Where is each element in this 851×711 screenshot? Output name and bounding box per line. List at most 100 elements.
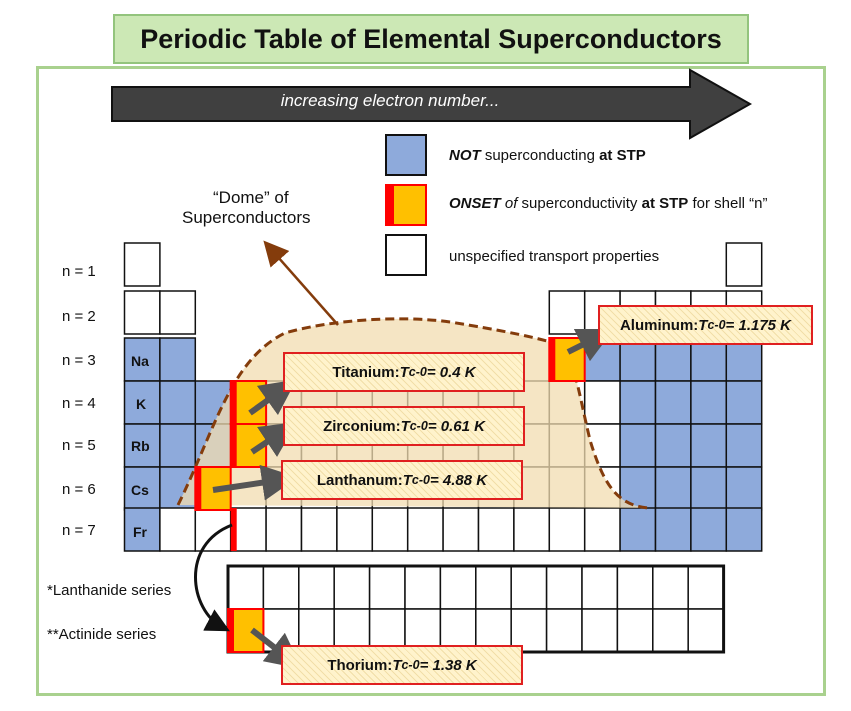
cell-element [654, 507, 692, 552]
onset-cell-lanthanum-edge [195, 467, 202, 510]
dome-label-arrow [263, 240, 339, 326]
onset-cell-titanium-edge [230, 381, 237, 424]
cell-lanthanide [616, 565, 654, 610]
cell-element [619, 507, 657, 552]
cell-element [690, 380, 728, 425]
onset-cell-thorium-edge [228, 609, 234, 652]
cell-element [725, 507, 763, 552]
element-k: K [136, 396, 147, 412]
cell-element [690, 423, 728, 468]
cell-element [583, 507, 621, 552]
shell-label-7: n = 7 [62, 522, 96, 539]
cell-actinide [581, 608, 619, 653]
cell-element [619, 423, 657, 468]
cell-lanthanide [475, 565, 512, 610]
cell-element [406, 507, 444, 552]
cell-lanthanide [298, 565, 335, 610]
shell-label-4: n = 4 [62, 395, 96, 412]
lanthanum-arrow [212, 464, 298, 501]
cell-actinide [687, 608, 725, 653]
element-na: Na [131, 353, 149, 369]
cell-lanthanide [439, 565, 477, 610]
shell-label-2: n = 2 [62, 308, 96, 325]
cell-element [619, 380, 657, 425]
cell-element [265, 507, 303, 552]
cell-actinide [439, 608, 477, 653]
cell-element [159, 507, 197, 552]
cell-lanthanide [262, 565, 300, 610]
cell-element [725, 423, 763, 468]
cell-element [123, 466, 161, 511]
cell-group2 [159, 337, 197, 382]
cell-element [123, 507, 161, 552]
cell-element [583, 380, 621, 425]
lanthanide-series-label: *Lanthanide series [47, 582, 172, 599]
onset-cell-zirconium-edge [230, 424, 237, 467]
legend-swatch-onset-edge [386, 185, 394, 225]
cell-element [654, 466, 692, 511]
series-link-arrow [194, 523, 233, 632]
cell-actinide [652, 608, 689, 653]
cell-element [690, 466, 728, 511]
element-fr: Fr [133, 524, 147, 540]
figure-frame [36, 66, 826, 696]
cell-lanthanide [510, 565, 548, 610]
dome-label-line2: Superconductors [182, 208, 311, 227]
cell-lanthanide [333, 565, 371, 610]
cell-element [371, 507, 409, 552]
cell-element [477, 507, 515, 552]
cell-p-block [619, 337, 657, 382]
cell-element [690, 507, 728, 552]
cell-p-block [548, 290, 586, 335]
cell-lanthanide [368, 565, 406, 610]
aluminum-arrow [566, 328, 615, 362]
cell-lanthanide [687, 565, 725, 610]
shell-label-1: n = 1 [62, 263, 96, 280]
cell-lanthanide [652, 565, 689, 610]
legend-not-superconducting: NOT superconducting at STP [449, 147, 646, 164]
legend-swatch-not-superconducting [385, 134, 427, 176]
element-rb: Rb [131, 438, 150, 454]
cell-element [159, 423, 197, 468]
title-box: Periodic Table of Elemental Superconduct… [113, 14, 749, 64]
shell-label-6: n = 6 [62, 481, 96, 498]
cell-element [442, 507, 480, 552]
electron-number-arrow [111, 68, 753, 140]
cell-lanthanide [581, 565, 619, 610]
cell-actinide [545, 608, 583, 653]
dome-label-line1: “Dome” of [213, 188, 289, 207]
cell-lanthanide [545, 565, 583, 610]
shell-label-5: n = 5 [62, 437, 96, 454]
cell-element [159, 380, 197, 425]
cell-element [654, 423, 692, 468]
onset-cell-aluminum-edge [549, 338, 556, 381]
cell-element [725, 466, 763, 511]
cell-element [654, 380, 692, 425]
onset-marker-n7 [230, 508, 237, 551]
zirconium-arrow [250, 422, 297, 457]
cell-lanthanide [404, 565, 442, 610]
legend-onset: ONSET of superconductivity at STP for sh… [449, 195, 768, 212]
arrow-label: increasing electron number... [280, 91, 500, 110]
cell-lanthanide [227, 565, 265, 610]
page-title: Periodic Table of Elemental Superconduct… [140, 23, 722, 54]
titanium-arrow [248, 379, 297, 416]
cell-h [123, 242, 161, 287]
cell-element [300, 507, 338, 552]
legend-unspecified: unspecified transport properties [449, 248, 660, 265]
legend-swatch-unspecified [385, 234, 427, 276]
element-cs: Cs [131, 482, 149, 498]
cell-element [513, 507, 551, 552]
cell-element [548, 507, 586, 552]
cell-group2 [159, 290, 197, 335]
cell-actinide [616, 608, 654, 653]
shell-label-3: n = 3 [62, 352, 96, 369]
cell-p-block [654, 337, 692, 382]
actinide-series-label: **Actinide series [47, 626, 157, 643]
cell-element [336, 507, 374, 552]
